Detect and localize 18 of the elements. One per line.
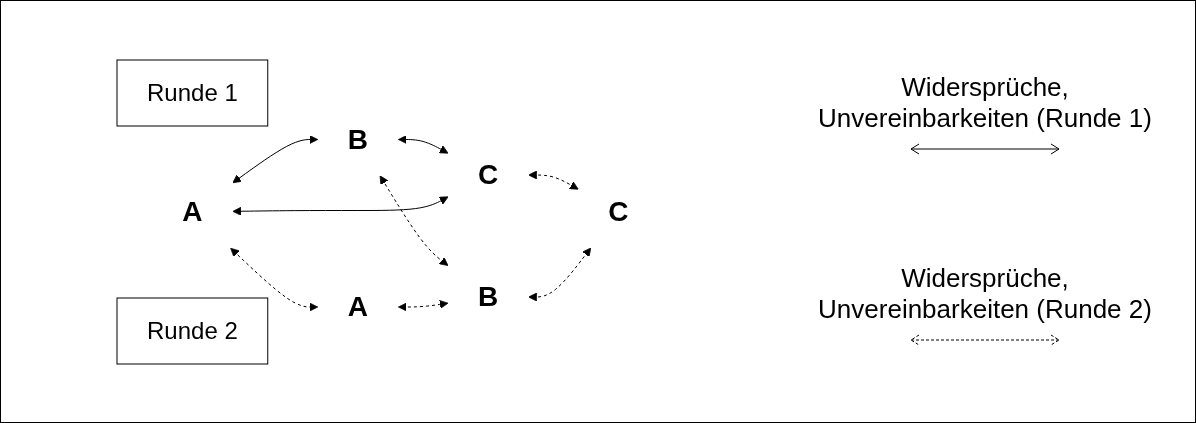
node-box: Runde 2 <box>116 297 269 364</box>
node-text: A <box>182 195 203 227</box>
arrow <box>528 170 579 190</box>
arrow <box>379 174 449 266</box>
node-text: C <box>478 158 499 190</box>
node-text: A <box>348 290 369 322</box>
node-text: C <box>608 195 629 227</box>
node-text: B <box>348 123 369 154</box>
arrow <box>398 134 449 154</box>
arrow <box>398 299 449 311</box>
arrow <box>232 195 449 216</box>
node-box: Runde 1 <box>116 59 269 126</box>
arrow <box>230 247 319 311</box>
arrow <box>232 134 319 183</box>
legend-text: Widersprüche, Unvereinbarkeiten (Runde 2) <box>817 262 1153 325</box>
node-text: B <box>478 280 499 312</box>
arrow <box>528 247 592 301</box>
legend-text: Widersprüche, Unvereinbarkeiten (Runde 1) <box>817 72 1153 135</box>
